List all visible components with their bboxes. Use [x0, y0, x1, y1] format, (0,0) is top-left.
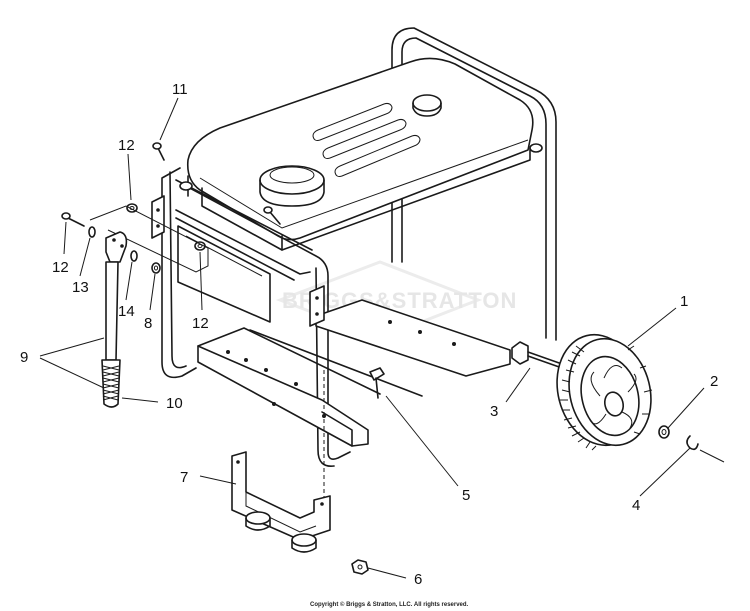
washer-14-left — [88, 226, 96, 238]
bolt-13 — [61, 212, 85, 227]
washer-14-right — [130, 250, 138, 262]
callout-6: 6 — [414, 571, 422, 588]
axle-3 — [511, 341, 563, 369]
washer-2 — [658, 425, 670, 439]
callout-1: 1 — [680, 293, 688, 310]
rubber-foot-right — [291, 533, 317, 553]
retaining-clip-4 — [686, 435, 725, 463]
fuel-gauge — [412, 94, 442, 117]
base-platform — [197, 299, 511, 447]
rubber-foot-left — [245, 511, 271, 531]
callout-9: 9 — [20, 349, 28, 366]
callout-12-lower: 12 — [192, 315, 209, 332]
callout-13: 12 — [52, 259, 69, 276]
handle-grip-10 — [101, 359, 121, 408]
mounting-bracket-left — [151, 195, 165, 239]
callout-14-right: 14 — [118, 303, 135, 320]
callout-3: 3 — [490, 403, 498, 420]
wheel-1 — [556, 333, 653, 451]
bolt-tank — [263, 206, 281, 225]
handle-assembly — [89, 205, 209, 408]
copyright-notice: Copyright © Briggs & Stratton, LLC. All … — [310, 601, 469, 608]
callout-labels: 11 12 12 13 14 8 12 9 10 1 2 3 4 5 6 7 — [20, 81, 718, 588]
callout-10: 10 — [166, 395, 183, 412]
callout-4: 4 — [632, 497, 640, 514]
bolt-5 — [369, 367, 385, 399]
callout-5: 5 — [462, 487, 470, 504]
callout-14-left: 13 — [72, 279, 89, 296]
callout-11: 11 — [172, 81, 188, 98]
frame-tube-rear — [391, 27, 557, 341]
leader-lines — [39, 97, 705, 579]
bolt-11 — [152, 142, 165, 161]
nut-6 — [351, 559, 369, 575]
foot-bracket-7 — [231, 451, 331, 553]
callout-8: 8 — [144, 315, 152, 332]
fuel-cap — [259, 165, 325, 207]
nut-8 — [151, 262, 161, 274]
callout-7: 7 — [180, 469, 188, 486]
frame-tube-front — [161, 143, 543, 467]
callout-2: 2 — [710, 373, 718, 390]
callout-12-top: 12 — [118, 137, 135, 154]
fuel-tank — [186, 57, 534, 251]
mounting-bracket-right — [309, 285, 325, 327]
